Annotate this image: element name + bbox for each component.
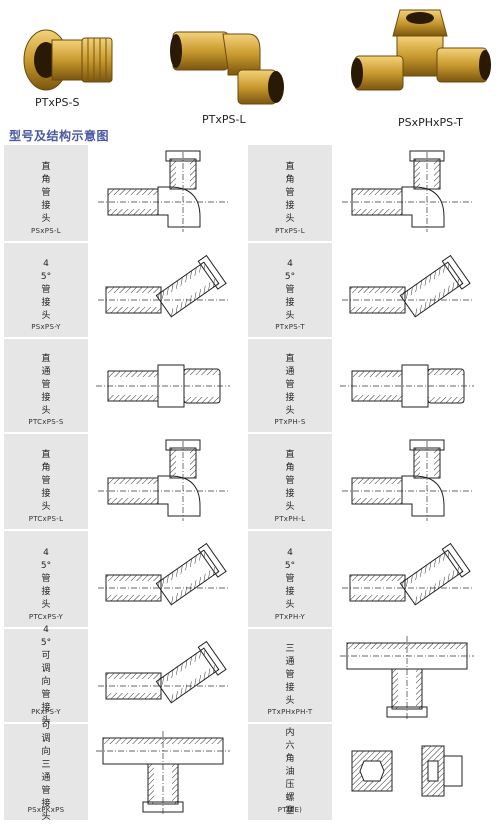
fitting-drawing <box>88 533 244 625</box>
fitting-name: 45°管接头 <box>40 258 52 321</box>
fitting-name: 可调向三通管接头 <box>41 721 51 822</box>
elbow-drawing <box>98 439 228 521</box>
fitting-cell: 直角管接头 PSxPS-L <box>4 145 244 241</box>
forty-five-drawing <box>98 254 228 318</box>
fitting-cell: 直角管接头 PTxPH-L <box>248 434 488 529</box>
fitting-drawing <box>88 631 244 720</box>
fitting-name: 三通管接头 <box>285 644 295 706</box>
fitting-code: PSxPS-Y <box>31 323 61 331</box>
fitting-name: 直角管接头 <box>285 161 295 224</box>
fitting-name: 45°管接头 <box>40 547 52 610</box>
fitting-cell: 直通管接头 PTxPH-S <box>248 339 488 432</box>
fitting-label: 45°管接头 PTCxPS-Y <box>4 531 88 627</box>
fitting-name: 45°管接头 <box>284 258 296 321</box>
photo-straight-fitting <box>18 8 118 102</box>
fitting-code: PKxPS-Y <box>31 708 61 716</box>
fitting-code: PTCxPS-Y <box>28 613 64 621</box>
fitting-cell: 45°管接头 PTxPH-Y <box>248 531 488 627</box>
fitting-code: PTxPH-Y <box>274 613 306 621</box>
fitting-drawing <box>88 147 244 239</box>
fitting-code: PTxPH-L <box>274 515 306 523</box>
fitting-drawing <box>332 533 488 625</box>
elbow-drawing <box>98 150 228 232</box>
straight-drawing <box>340 364 474 408</box>
straight-drawing <box>96 364 230 408</box>
fitting-name: 直角管接头 <box>41 161 51 224</box>
fitting-label: 三通管接头 PTxPHxPH-T <box>248 629 332 722</box>
fitting-code: PSxPKxPS <box>27 806 65 814</box>
plug-drawing <box>351 745 463 797</box>
fitting-name: 直通管接头 <box>41 354 51 416</box>
fitting-label: 直角管接头 PTxPH-L <box>248 434 332 529</box>
fitting-diagram-grid: 直角管接头 PSxPS-L 直角管接头 PTxPS-L 45°管接头 PSxPS-Y <box>0 145 504 822</box>
fitting-label: 直角管接头 PSxPS-L <box>4 145 88 241</box>
fitting-code: PTxPS-T <box>275 323 305 331</box>
fitting-drawing <box>88 436 244 527</box>
fitting-cell: 45°管接头 PTxPS-T <box>248 243 488 337</box>
tee-drawing <box>96 731 230 814</box>
fitting-name: 45°可调向管接头 <box>40 624 52 726</box>
fitting-code: PTxPS-L <box>275 227 305 235</box>
elbow-drawing <box>342 439 472 521</box>
fitting-drawing <box>88 245 244 335</box>
fitting-drawing <box>332 147 488 239</box>
fitting-label: 直角管接头 PTxPS-L <box>248 145 332 241</box>
fitting-code: PSxPS-L <box>31 227 61 235</box>
fitting-drawing <box>332 726 488 818</box>
fitting-cell: 三通管接头 PTxPHxPH-T <box>248 629 488 722</box>
fitting-label: 45°管接头 PTxPS-T <box>248 243 332 337</box>
fitting-cell: 直角管接头 PTxPS-L <box>248 145 488 241</box>
photo-caption-3: PSxPHxPS-T <box>398 116 463 129</box>
fitting-name: 内六角油压螺塞 <box>285 727 295 816</box>
photo-caption-2: PTxPS-L <box>202 113 246 126</box>
forty-five-drawing <box>342 254 472 318</box>
photo-caption-1: PTxPS-S <box>35 96 80 109</box>
fitting-code: PTxPHxPH-T <box>267 708 313 716</box>
photo-elbow-fitting <box>168 20 298 114</box>
section-title: 型号及结构示意图 <box>9 129 110 143</box>
forty-five-drawing <box>98 542 228 606</box>
photo-tee-fitting <box>345 6 495 120</box>
fitting-drawing <box>88 726 244 818</box>
fitting-name: 直角管接头 <box>41 450 51 512</box>
fitting-name: 45°管接头 <box>284 547 296 610</box>
fitting-drawing <box>88 341 244 430</box>
fitting-label: 45°管接头 PTxPH-Y <box>248 531 332 627</box>
fitting-code: PTxPH-S <box>274 418 306 426</box>
forty-five-drawing <box>342 542 472 606</box>
fitting-code: PTCxPS-L <box>28 515 64 523</box>
fitting-drawing <box>332 631 488 720</box>
fitting-drawing <box>332 341 488 430</box>
fitting-name: 直角管接头 <box>285 450 295 512</box>
fitting-cell: 直通管接头 PTCxPS-S <box>4 339 244 432</box>
fitting-code: PT(PE) <box>277 806 303 814</box>
fitting-cell: 45°管接头 PTCxPS-Y <box>4 531 244 627</box>
forty-five-drawing <box>98 640 228 704</box>
product-photos: PTxPS-S PTxPS-L PSxPHxPS-T <box>0 0 504 129</box>
fitting-label: 45°管接头 PSxPS-Y <box>4 243 88 337</box>
fitting-drawing <box>332 245 488 335</box>
tee-drawing <box>340 636 474 719</box>
fitting-label: 直通管接头 PTxPH-S <box>248 339 332 432</box>
fitting-code: PTCxPS-S <box>28 418 64 426</box>
fitting-label: 直通管接头 PTCxPS-S <box>4 339 88 432</box>
fitting-name: 直通管接头 <box>285 354 295 416</box>
fitting-drawing <box>332 436 488 527</box>
fitting-cell: 直角管接头 PTCxPS-L <box>4 434 244 529</box>
fitting-label: 直角管接头 PTCxPS-L <box>4 434 88 529</box>
elbow-drawing <box>342 150 472 232</box>
fitting-cell: 45°管接头 PSxPS-Y <box>4 243 244 337</box>
